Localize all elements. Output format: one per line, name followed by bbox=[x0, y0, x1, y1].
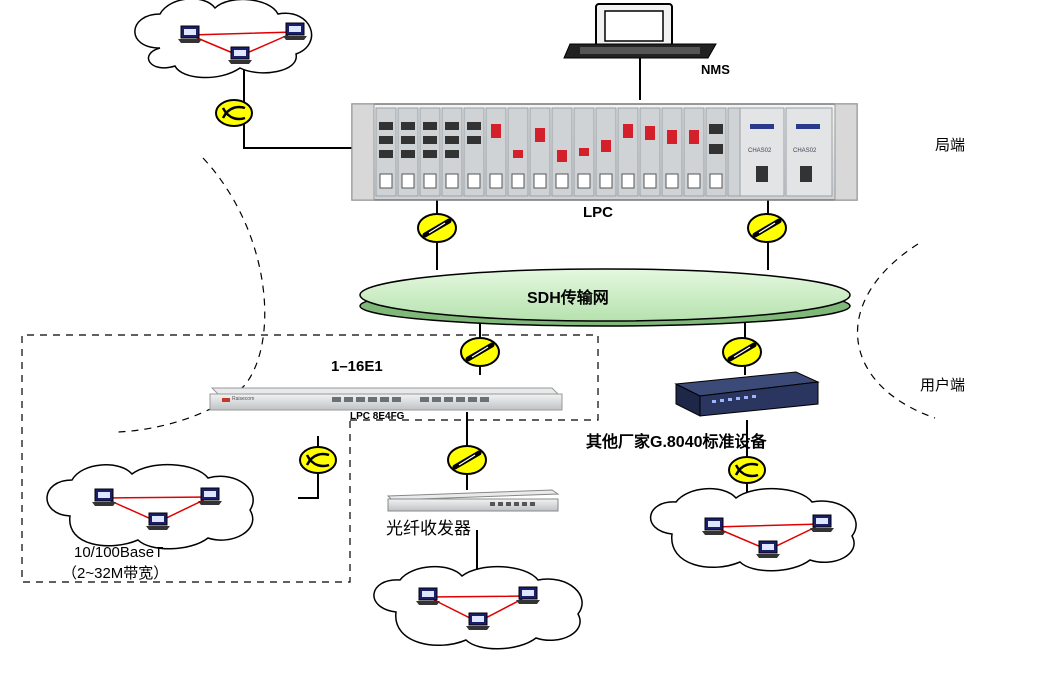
boundary-right-curve bbox=[856, 243, 936, 419]
rack-card-label: CHAS02 bbox=[793, 148, 817, 154]
sdh-network bbox=[359, 268, 851, 327]
laptop-icon bbox=[197, 487, 223, 506]
cloud-shape bbox=[134, 0, 313, 79]
laptop-icon bbox=[91, 488, 117, 507]
other-vendor-label: 其他厂家G.8040标准设备 bbox=[586, 434, 767, 451]
sdh-network-label: SDH传输网 bbox=[527, 290, 609, 307]
central-office-label: 局端 bbox=[935, 137, 966, 154]
lan-cloud-bottom bbox=[373, 565, 583, 650]
laptop-icon bbox=[701, 517, 727, 536]
other-vendor-device-icon bbox=[674, 371, 820, 417]
lpc-model-label: LPC 8E4FG bbox=[350, 411, 405, 422]
laptop-icon bbox=[145, 512, 171, 531]
lan-cloud-top bbox=[134, 0, 313, 79]
fiber-link-icon bbox=[461, 338, 499, 366]
lpc-rack-icon bbox=[351, 103, 858, 201]
rack-card-label: CHAS02 bbox=[748, 148, 772, 154]
laptop-icon bbox=[465, 612, 491, 631]
bandwidth-label: （2~32M带宽） bbox=[62, 565, 169, 582]
fiber-link-icon bbox=[448, 446, 486, 474]
lan-cloud-left bbox=[46, 464, 254, 550]
fiber-link-icon bbox=[723, 338, 761, 366]
site-boundaries bbox=[21, 157, 936, 583]
lpc-8e4fg-device-icon bbox=[209, 387, 563, 411]
router-icon bbox=[727, 455, 767, 485]
router-icon bbox=[298, 445, 338, 475]
lpc-label: LPC bbox=[583, 204, 613, 221]
laptop-icon bbox=[515, 586, 541, 605]
user-side-label: 用户端 bbox=[920, 377, 966, 394]
router-icon bbox=[214, 98, 254, 128]
laptop-icon bbox=[755, 540, 781, 559]
fiber-link-icon bbox=[748, 214, 786, 242]
lan-cloud-right bbox=[650, 487, 857, 572]
fiber-transceiver-label: 光纤收发器 bbox=[386, 519, 471, 538]
laptop-icon bbox=[177, 25, 203, 44]
e1-range-label: 1–16E1 bbox=[331, 358, 383, 375]
nms-label: NMS bbox=[701, 62, 730, 77]
fiber-transceiver-icon bbox=[386, 489, 560, 512]
nms-workstation-icon bbox=[563, 3, 717, 59]
cloud-shape bbox=[650, 487, 857, 572]
laptop-icon bbox=[809, 514, 835, 533]
cloud-shape bbox=[373, 565, 583, 650]
ethernet-label: 10/100BaseT bbox=[74, 544, 164, 561]
lpc-brand-label: Raisecom bbox=[232, 396, 255, 402]
laptop-icon bbox=[415, 587, 441, 606]
user-site-box bbox=[21, 334, 599, 583]
cloud-shape bbox=[46, 464, 254, 550]
laptop-icon bbox=[282, 22, 308, 41]
fiber-link-icon bbox=[418, 214, 456, 242]
laptop-icon bbox=[227, 46, 253, 65]
